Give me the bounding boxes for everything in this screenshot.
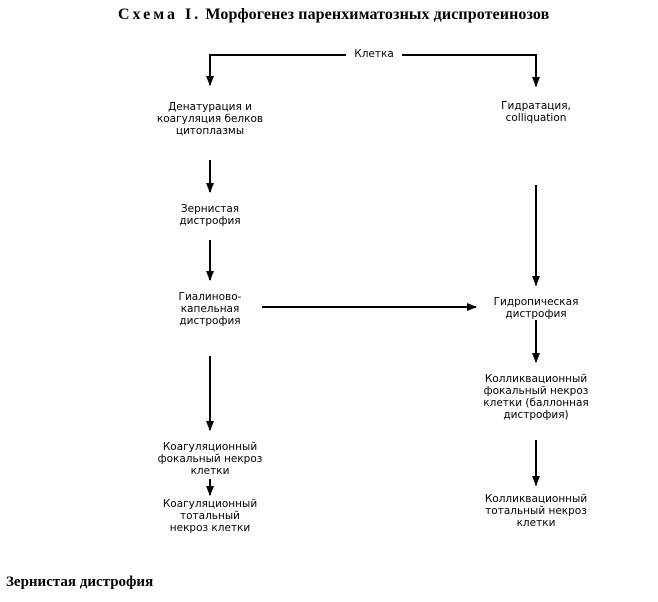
node-left1: Денатурация и коагуляция белков цитоплаз… xyxy=(156,101,264,137)
node-right3: Колликвационный фокальный некроз клетки … xyxy=(483,373,589,421)
node-right4: Колликвационный тотальный некроз клетки xyxy=(484,493,588,529)
node-left2: Зернистая дистрофия xyxy=(179,203,241,227)
node-left4: Коагуляционный фокальный некроз клетки xyxy=(157,441,263,477)
node-right2: Гидропическая дистрофия xyxy=(493,296,579,320)
diagram-title-text: Морфогенез паренхиматозных диспротеинозо… xyxy=(205,6,550,23)
node-left3: Гиалиново- капельная дистрофия xyxy=(178,291,242,327)
diagram-title-lead: Схема I. xyxy=(118,6,202,23)
node-right1: Гидратация, colliquation xyxy=(501,100,571,124)
section-heading: Зернистая дистрофия xyxy=(6,574,154,590)
diagram-title: Схема I. Морфогенез паренхиматозных дисп… xyxy=(118,6,549,24)
node-root: Клетка xyxy=(346,48,402,60)
node-left5: Коагуляционный тотальный некроз клетки xyxy=(162,498,258,534)
